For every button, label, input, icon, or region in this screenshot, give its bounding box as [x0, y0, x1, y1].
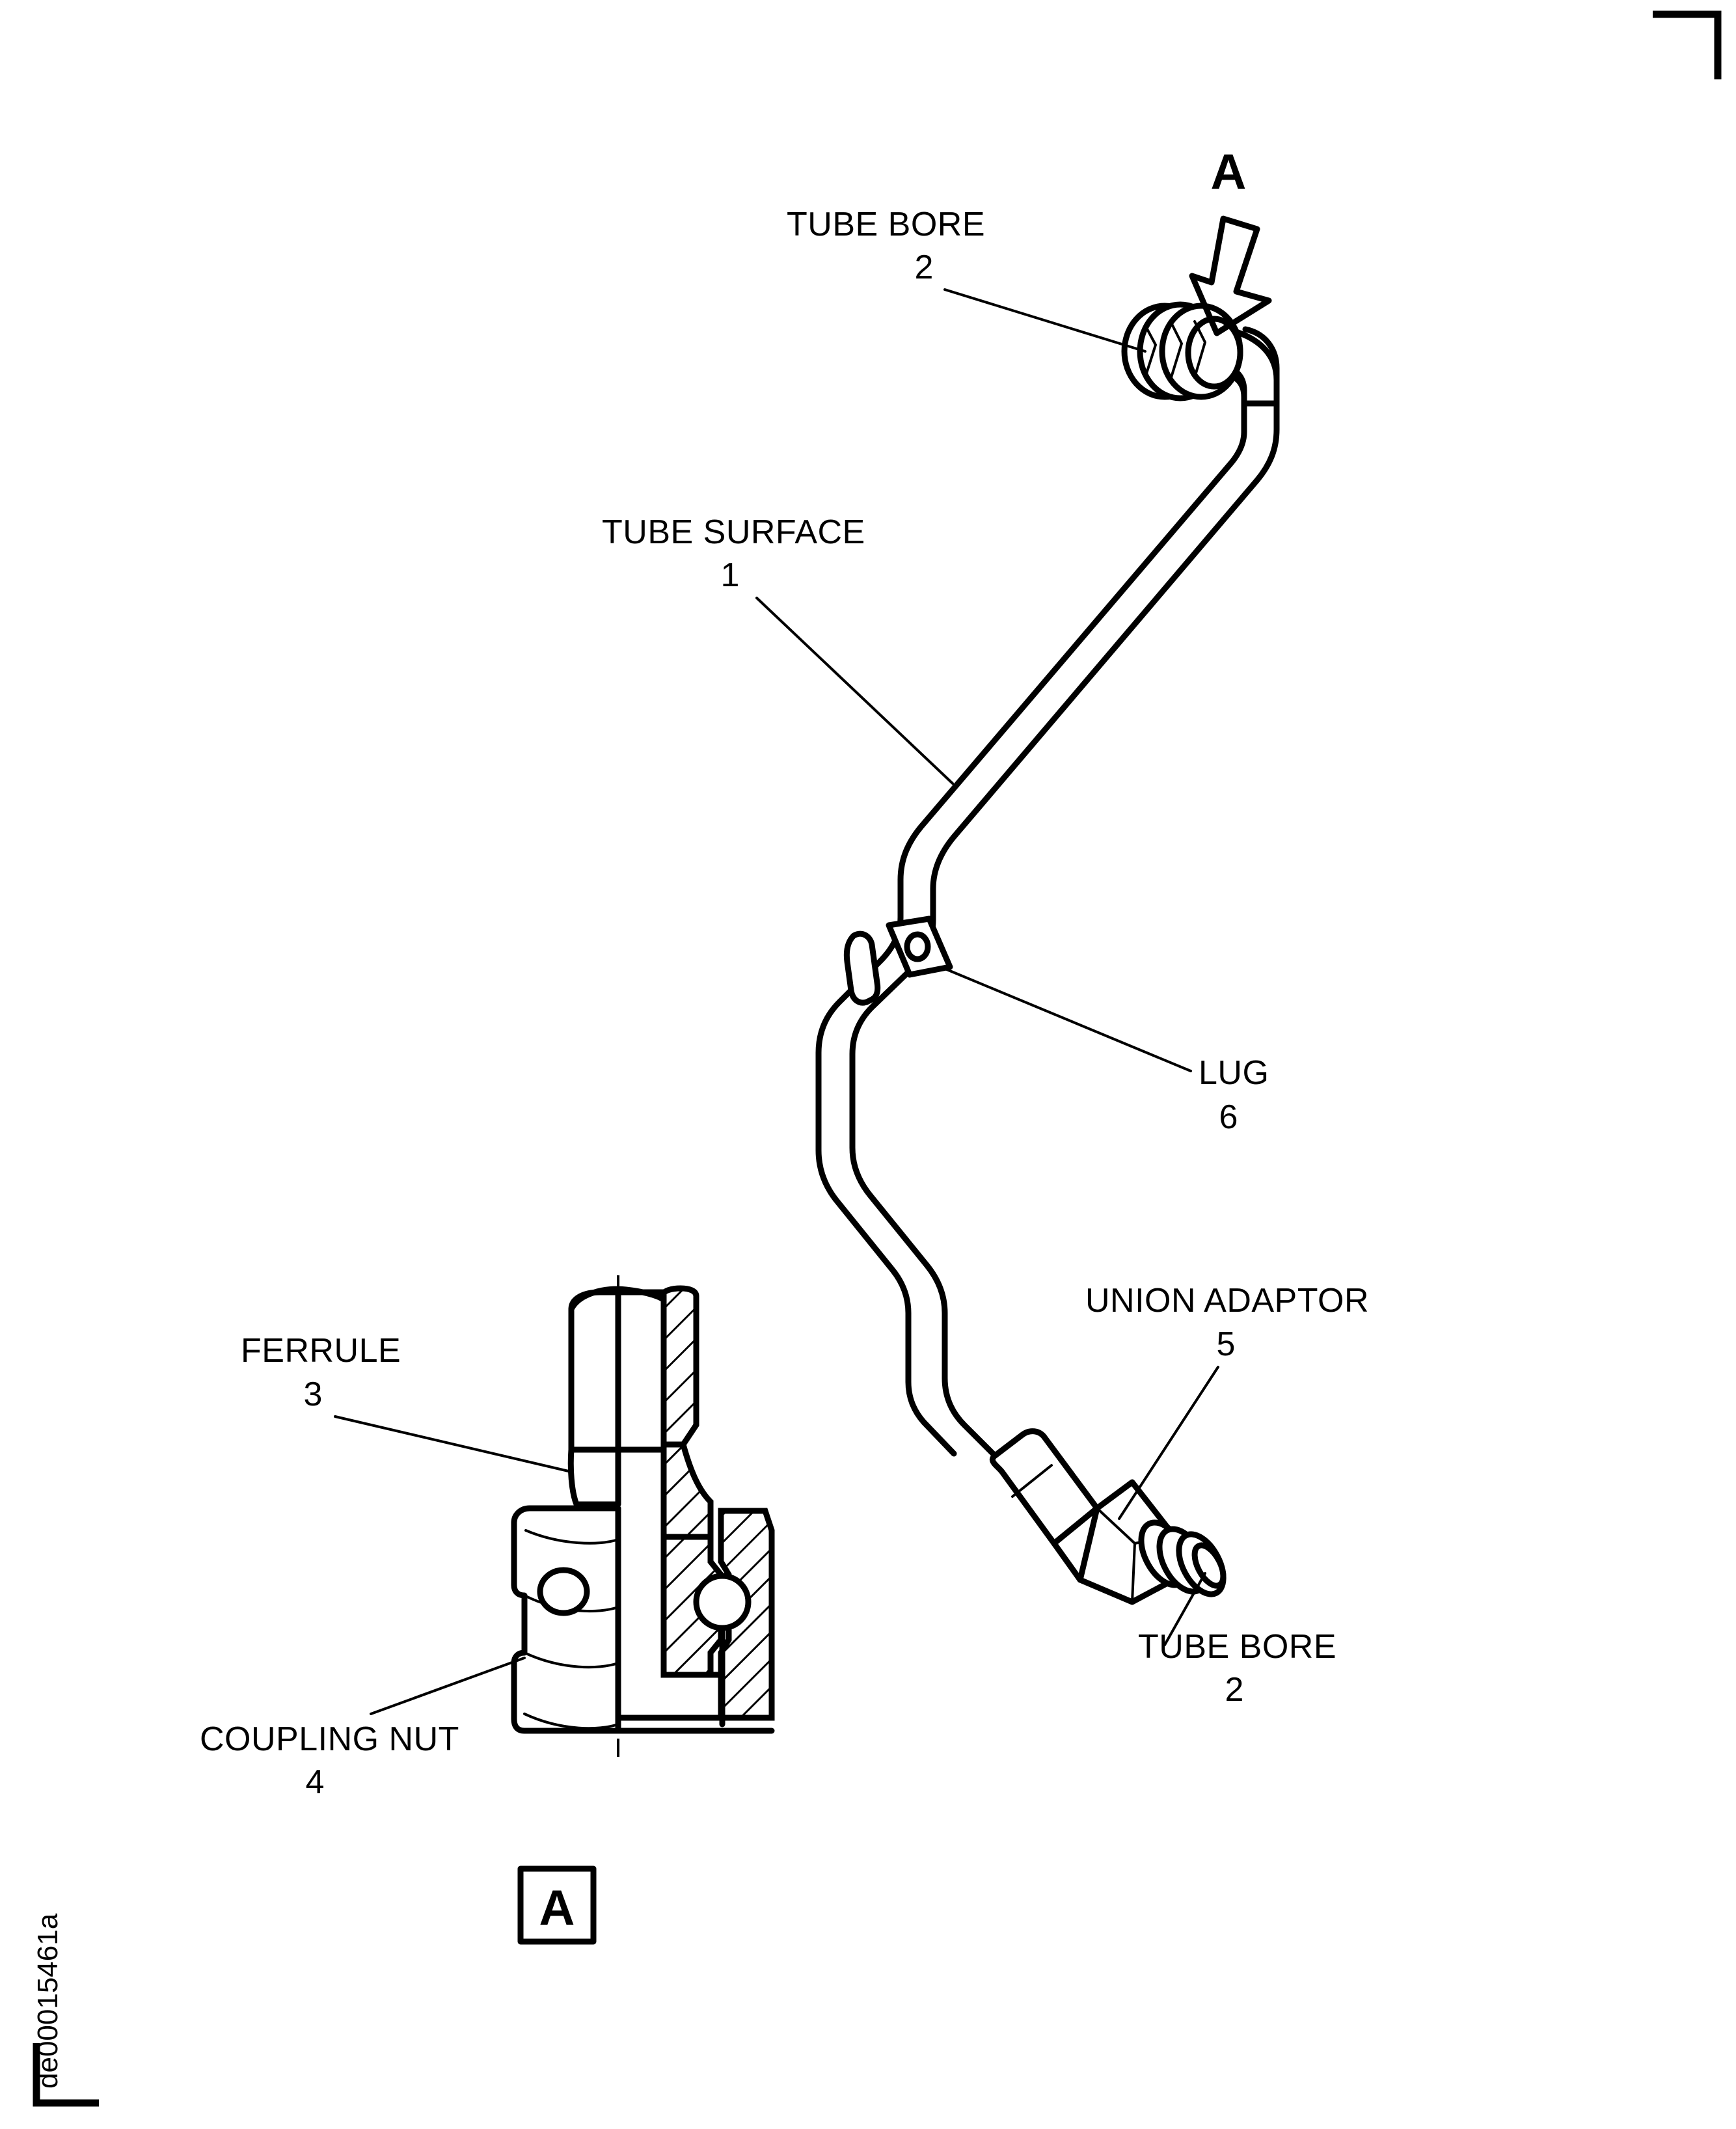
lug-bracket [843, 915, 953, 1006]
detail-nut-hole [537, 1567, 590, 1616]
callout-label: TUBE BORE [1138, 1628, 1336, 1666]
detail-nut-barrel-curve-top [524, 1529, 619, 1545]
detail-ferrule-right-hatched [660, 1441, 714, 1540]
leader-tube-surface [755, 597, 954, 785]
callout-coupling-nut: COUPLING NUT 4 [200, 1720, 459, 1801]
callout-tube-bore-bottom: TUBE BORE 2 [1138, 1628, 1336, 1709]
callout-label: COUPLING NUT [200, 1720, 459, 1758]
fitting-facet-1 [1144, 324, 1157, 379]
view-arrow-glyph [1189, 215, 1272, 336]
callout-label: LUG [1199, 1054, 1269, 1092]
detail-tube-top-rim [568, 1286, 667, 1312]
leader-lug [945, 968, 1192, 1072]
leader-tube-bore-bottom [1163, 1572, 1206, 1646]
tube-outer-wall [849, 326, 1280, 1458]
union-adaptor-assembly [989, 1428, 1227, 1605]
callout-tube-bore-top: TUBE BORE 2 [787, 206, 985, 286]
leader-coupling-nut [370, 1657, 526, 1715]
view-direction-arrow-a: A [1189, 144, 1272, 336]
callout-lug: LUG 6 [1199, 1054, 1269, 1136]
registration-mark-bottom-left [33, 2043, 99, 2107]
callout-number: 3 [304, 1376, 323, 1413]
callout-number: 2 [1225, 1671, 1244, 1709]
leader-union-adaptor [1118, 1366, 1219, 1520]
callout-number: 2 [915, 249, 934, 286]
detail-label-box [517, 1865, 597, 1945]
lug-hole [904, 931, 931, 962]
leader-lines [334, 288, 1219, 1715]
registration-mark-top-right [1653, 10, 1722, 79]
detail-tube-left-half [568, 1289, 621, 1453]
adaptor-bore-opening [1191, 1542, 1227, 1589]
tube-inner-wall [815, 375, 1247, 1457]
fitting-facet-3 [1193, 320, 1206, 379]
detail-nut-barrel-curve-bottom [523, 1713, 619, 1730]
detail-ferrule-left [567, 1446, 621, 1508]
drawing-id: de00015461a [32, 1913, 64, 2089]
fitting-facet-2 [1170, 321, 1183, 379]
leader-tube-bore-top [943, 288, 1146, 353]
detail-a-cross-section: A [511, 1275, 775, 1945]
detail-sealing-bead [693, 1573, 752, 1631]
view-arrow-letter: A [1211, 144, 1247, 200]
callout-label: FERRULE [241, 1332, 401, 1370]
callout-number: 4 [306, 1763, 325, 1801]
detail-coupling-nut-left [511, 1505, 621, 1734]
callout-number: 5 [1217, 1325, 1236, 1363]
callout-number: 6 [1219, 1098, 1238, 1136]
callout-number: 1 [721, 556, 740, 594]
callout-ferrule: FERRULE 3 [241, 1332, 401, 1413]
callout-union-adaptor: UNION ADAPTOR 5 [1085, 1282, 1369, 1363]
detail-tube-right-bore [615, 1289, 667, 1453]
callout-label: UNION ADAPTOR [1085, 1282, 1369, 1320]
detail-label-letter: A [539, 1880, 575, 1936]
callout-label: TUBE BORE [787, 206, 985, 243]
leader-ferrule [334, 1415, 573, 1473]
detail-tube-wall-hatched [660, 1285, 699, 1448]
drawing-id-text: de00015461a [32, 1913, 64, 2089]
callout-label: TUBE SURFACE [602, 513, 865, 551]
tube-assembly [815, 301, 1280, 1605]
detail-nut-barrel-curve-low [523, 1651, 619, 1669]
callout-tube-surface: TUBE SURFACE 1 [602, 513, 865, 594]
top-tube-fitting [1121, 301, 1243, 401]
adaptor-sleeve-seam [1011, 1464, 1053, 1498]
callout-labels: TUBE BORE 2 TUBE SURFACE 1 LUG 6 UNION A… [200, 206, 1369, 1801]
lug-saddle [843, 930, 881, 1006]
